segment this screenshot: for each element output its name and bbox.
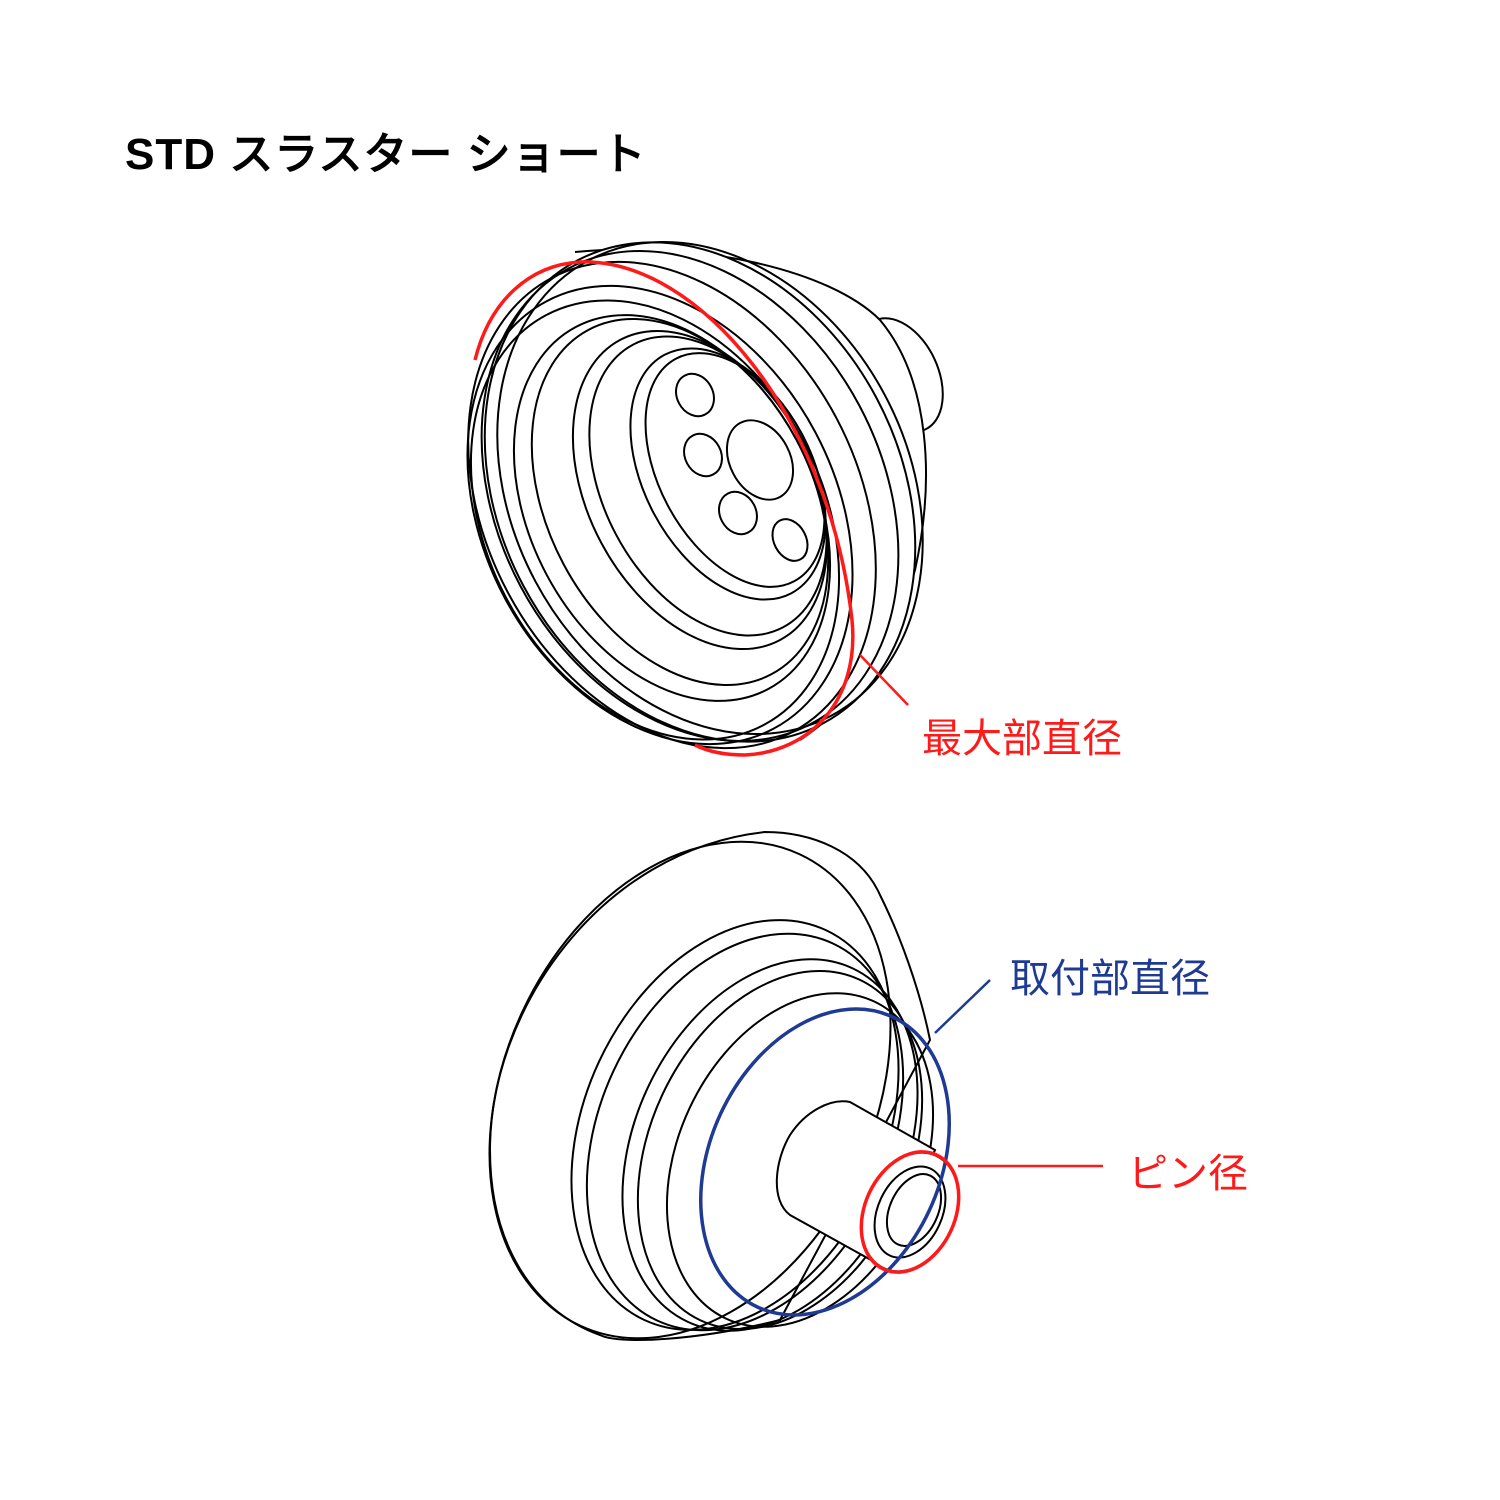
max-diameter-marker	[473, 260, 855, 757]
mount-diameter-marker	[699, 1007, 951, 1317]
mount-diameter-label: 取付部直径	[1010, 956, 1210, 1002]
page-title: STD スラスター ショート	[125, 130, 647, 179]
pin	[775, 1100, 960, 1273]
max-diameter-leader	[859, 654, 909, 706]
center-hub	[725, 419, 795, 501]
mount-diameter-leader	[934, 979, 991, 1034]
pin-diameter-marker	[859, 1150, 961, 1274]
hole	[683, 432, 723, 478]
outer-cone	[488, 830, 932, 1341]
front-view	[466, 240, 944, 750]
hole	[718, 490, 758, 536]
hole	[771, 518, 809, 562]
hole	[675, 372, 715, 418]
pin-diameter-label: ピン径	[1128, 1151, 1248, 1197]
max-diameter-label: 最大部直径	[922, 716, 1122, 762]
rear-view	[488, 830, 960, 1341]
